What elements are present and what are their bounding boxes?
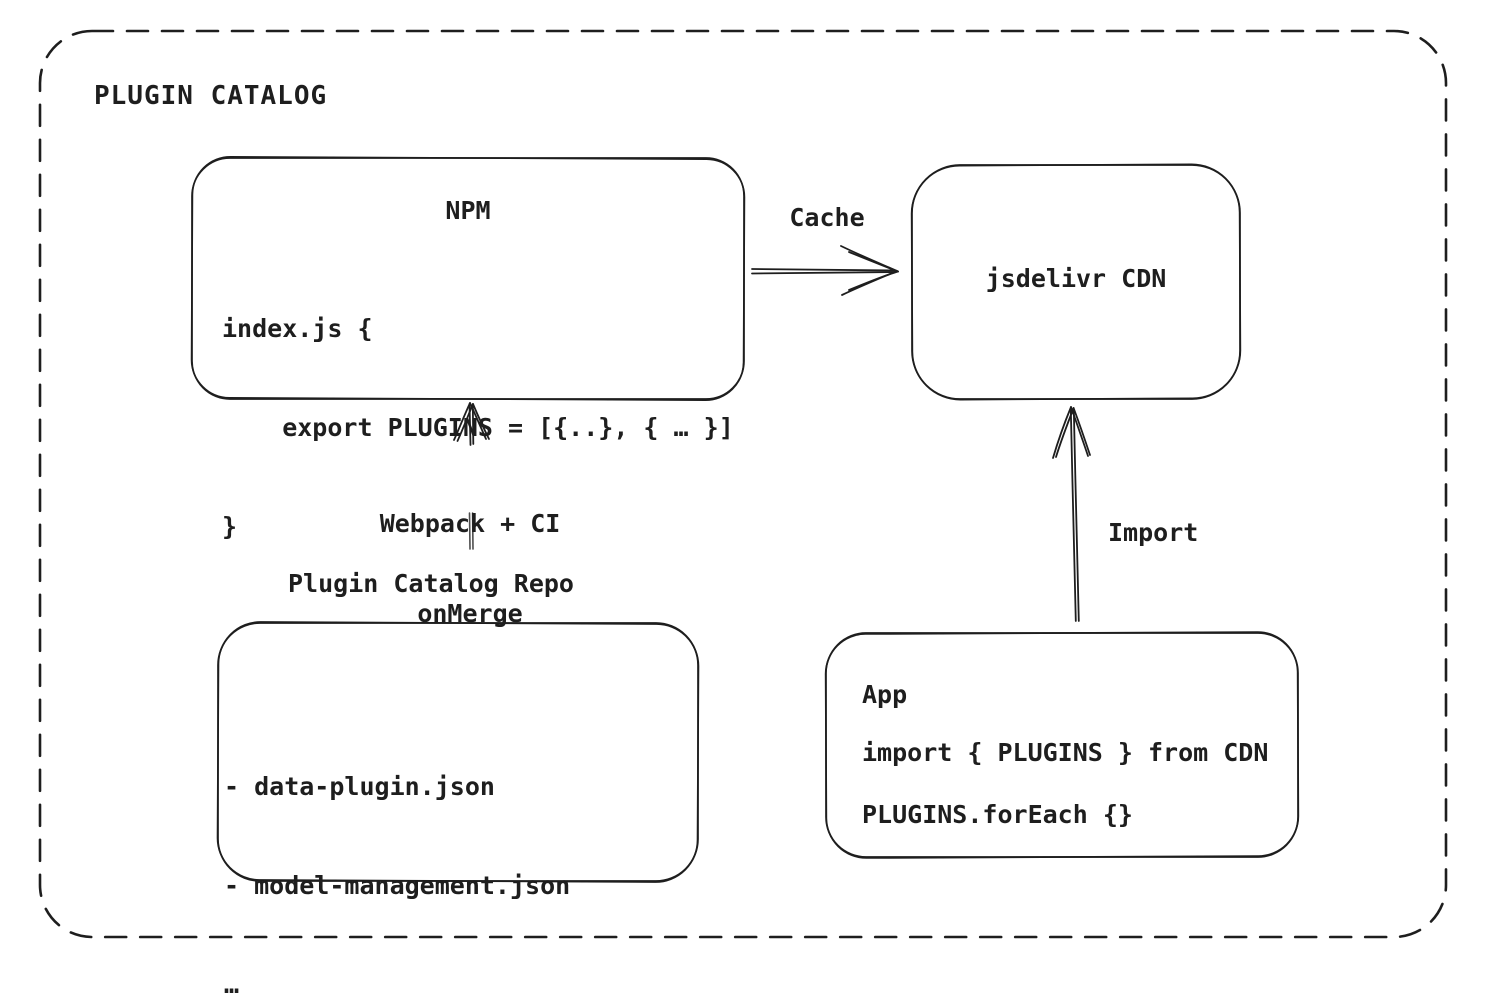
repo-box [216, 621, 700, 883]
page-title: PLUGIN CATALOG [94, 81, 328, 111]
plugin-catalog-frame [38, 29, 1448, 939]
repo-title: Plugin Catalog Repo [288, 569, 574, 598]
build-arrow-label-line2: onMerge [417, 599, 523, 628]
app-box [824, 631, 1300, 859]
npm-box [190, 155, 746, 402]
repo-file-item: … [224, 970, 240, 999]
repo-file-item: - model-management.json [224, 871, 571, 900]
npm-code-line: } [222, 512, 238, 541]
npm-code-line: index.js { [222, 314, 373, 343]
build-arrow-label: Webpack + CI onMerge [350, 449, 590, 689]
cache-arrow [751, 245, 899, 296]
cdn-box [910, 163, 1242, 401]
import-arrow-label: Import [1108, 518, 1199, 547]
repo-file-item: - data-plugin.json [224, 772, 495, 801]
npm-code-line: export PLUGINS = [{..}, { … }] [222, 413, 734, 442]
npm-title: NPM [445, 196, 491, 225]
app-title: App [862, 680, 908, 709]
build-arrow [453, 402, 490, 550]
cdn-label: jsdelivr CDN [985, 264, 1167, 293]
import-arrow [1052, 406, 1091, 622]
cache-arrow-label: Cache [789, 203, 865, 232]
app-code-line: import { PLUGINS } from CDN [862, 738, 1269, 767]
repo-file-list: - data-plugin.json - model-management.js… [224, 704, 570, 1002]
npm-code-block: index.js { export PLUGINS = [{..}, { … }… [222, 246, 734, 609]
app-code-line: PLUGINS.forEach {} [862, 800, 1133, 829]
build-arrow-label-line1: Webpack + CI [379, 509, 561, 538]
